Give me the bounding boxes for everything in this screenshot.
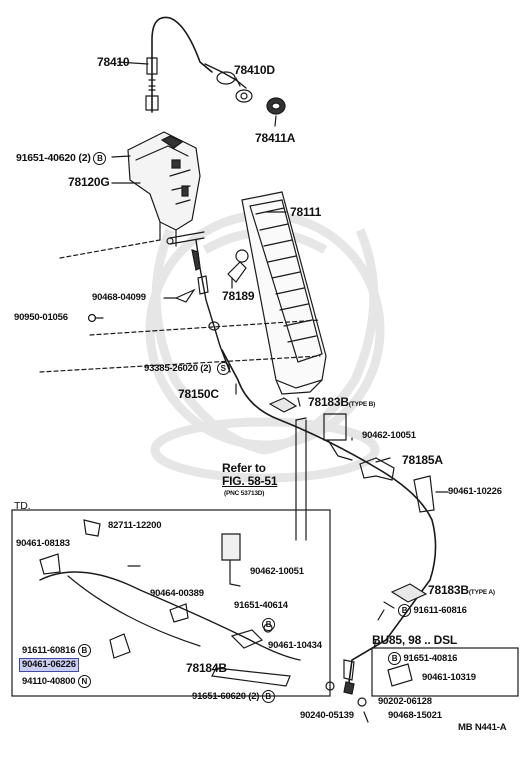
part-90462-10051-upper-label[interactable]: 90462-10051 [362, 430, 416, 441]
part-90240-05139-label[interactable]: 90240-05139 [300, 710, 354, 721]
accelerator-cable-upper [151, 16, 213, 113]
part-78185a-label[interactable]: 78185A [402, 453, 443, 467]
part-78411a-label[interactable]: 78411A [255, 131, 296, 145]
part-91651-40620-label[interactable]: 91651-40620 (2) B [16, 152, 107, 165]
part-91651-60620-text: 91651-60620 (2) [192, 691, 260, 702]
bolt-b-marker: B [398, 604, 411, 617]
diagram-code-label: MB N441-A [458, 722, 507, 733]
part-90461-10434-label[interactable]: 90461-10434 [268, 640, 322, 651]
part-91651-40816-label[interactable]: B 91651-40816 [388, 652, 457, 665]
part-94110-40800-label[interactable]: 94110-40800 N [22, 675, 91, 688]
part-78111-label[interactable]: 78111 [290, 205, 322, 219]
part-90461-10226-label[interactable]: 90461-10226 [448, 486, 502, 497]
refer-to-label: Refer to [222, 461, 266, 475]
part-90468-15021-label[interactable]: 90468-15021 [388, 710, 442, 721]
nut-n-marker: N [77, 675, 91, 688]
part-90461-08183-label[interactable]: 90461-08183 [16, 538, 70, 549]
part-78183b-type-a-type: (TYPE A) [468, 589, 495, 596]
bu85-inset-box [371, 647, 519, 697]
part-94110-40800-text: 94110-40800 [22, 676, 76, 687]
bolt-b-marker: B [77, 644, 91, 657]
part-82711-12200-label[interactable]: 82711-12200 [108, 520, 162, 531]
part-78183b-type: (TYPE B) [348, 401, 376, 408]
part-90468-04099-label[interactable]: 90468-04099 [92, 292, 146, 303]
part-90950-01056-label[interactable]: 90950-01056 [14, 312, 68, 323]
part-91651-40816-text: 91651-40816 [403, 653, 458, 664]
part-78410-label[interactable]: 78410 [97, 55, 130, 69]
part-90202-06128-label[interactable]: 90202-06128 [378, 696, 432, 707]
part-91651-60620-label[interactable]: 91651-60620 (2) B [192, 690, 275, 703]
part-91611-60816-right-text: 91611-60816 [413, 605, 467, 616]
part-78183b-type-a-label[interactable]: 78183B(TYPE A) [428, 584, 495, 599]
part-91651-40620-text: 91651-40620 (2) [16, 152, 91, 164]
part-78184b-label[interactable]: 78184B [186, 661, 227, 675]
part-90461-10319-label[interactable]: 90461-10319 [422, 672, 476, 683]
part-90462-10051-lower-label[interactable]: 90462-10051 [250, 566, 304, 577]
part-90464-00389-label[interactable]: 90464-00389 [150, 588, 204, 599]
part-78120g-label[interactable]: 78120G [68, 175, 110, 189]
part-91611-60816-td-text: 91611-60816 [22, 645, 76, 656]
td-inset-box [11, 509, 331, 697]
refer-pnc-label: (PNC 53713D) [224, 490, 265, 497]
screw-s-marker: S [216, 362, 230, 375]
bolt-b-marker: B [388, 652, 401, 665]
part-91611-60816-td-label[interactable]: 91611-60816 B [22, 644, 91, 657]
accelerator-pedal [241, 191, 327, 395]
bu85-dsl-label: BU85, 98 .. DSL [372, 633, 458, 647]
part-93385-26020-text: 93385-26020 (2) [144, 363, 212, 374]
part-78183b-type-a-text: 78183B [428, 583, 469, 597]
td-inset-title: TD. [14, 500, 31, 512]
part-91611-60816-right-label[interactable]: B 91611-60816 [398, 604, 467, 617]
bolt-b-marker: B [261, 690, 275, 703]
bolt-b-marker-40614: B [262, 618, 275, 631]
part-93385-26020-label[interactable]: 93385-26020 (2) S [144, 362, 230, 375]
part-78183b-label[interactable]: 78183B(TYPE B) [308, 396, 375, 411]
bolt-b-marker: B [262, 618, 275, 631]
accelerator-cable-lower [221, 349, 437, 691]
pedal-bracket-housing [127, 131, 201, 247]
part-90461-06226-label-highlighted[interactable]: 90461-06226 [19, 658, 79, 672]
part-78410d-label[interactable]: 78410D [234, 63, 275, 77]
refer-fig-link[interactable]: FIG. 58-51 [222, 474, 278, 488]
part-78189-label[interactable]: 78189 [222, 289, 255, 303]
bolt-b-marker: B [93, 152, 107, 165]
part-78150c-label[interactable]: 78150C [178, 387, 219, 401]
part-91651-40614-label[interactable]: 91651-40614 [234, 600, 288, 611]
part-78183b-text: 78183B [308, 395, 349, 409]
